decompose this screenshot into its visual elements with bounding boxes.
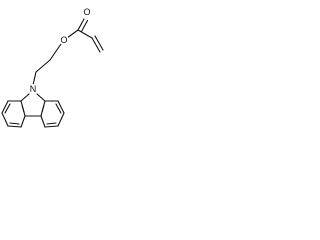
nitrogen-label: N: [30, 84, 37, 94]
pyrrole-n-c-left: [20, 93, 30, 102]
pyrrole-n-c-right: [36, 93, 46, 102]
atom-labels: O O N: [28, 7, 92, 94]
carbonyl-oxygen-label: O: [83, 7, 90, 17]
oxygen-ch2-bond: [49, 43, 62, 61]
ethyl-linker: [32, 43, 62, 86]
acyl-vinyl-bond: [77, 29, 93, 39]
left-ring-double-1: [4, 103, 11, 114]
right-ring-double-1: [55, 103, 62, 114]
vinyl-double-bond-1: [91, 37, 101, 53]
left-ring-double-2: [9, 122, 20, 125]
ester-oxygen-label: O: [60, 35, 67, 45]
left-ring-bond-2: [1, 100, 9, 114]
acrylate-group: [66, 18, 104, 53]
carbonyl-oxygen-background: [82, 7, 92, 17]
carbonyl-bond-1: [77, 18, 85, 31]
right-ring-bond-3: [57, 112, 65, 127]
ch2-nitrogen-bond: [32, 71, 37, 86]
left-ring-bond-3: [1, 112, 9, 127]
vinyl-double-bond-2: [94, 35, 104, 51]
right-ring-bond-5: [40, 115, 46, 128]
left-ring-bond-5: [20, 115, 26, 128]
right-ring-double-2: [46, 122, 57, 125]
ch2-ch2-bond: [35, 59, 51, 73]
right-fused-double: [41, 104, 45, 113]
chemical-structure-diagram: O O N: [1, 7, 104, 128]
left-ring-bond-4: [7, 125, 22, 128]
carbazole-core: [1, 93, 65, 128]
carbonyl-bond-2: [80, 19, 89, 33]
ester-co-bond: [66, 29, 79, 39]
ester-oxygen-background: [59, 35, 69, 45]
nitrogen-background: [28, 84, 38, 94]
left-fused-double: [21, 104, 25, 113]
right-ring-bond-2: [57, 100, 65, 114]
right-ring-bond-4: [44, 125, 59, 128]
